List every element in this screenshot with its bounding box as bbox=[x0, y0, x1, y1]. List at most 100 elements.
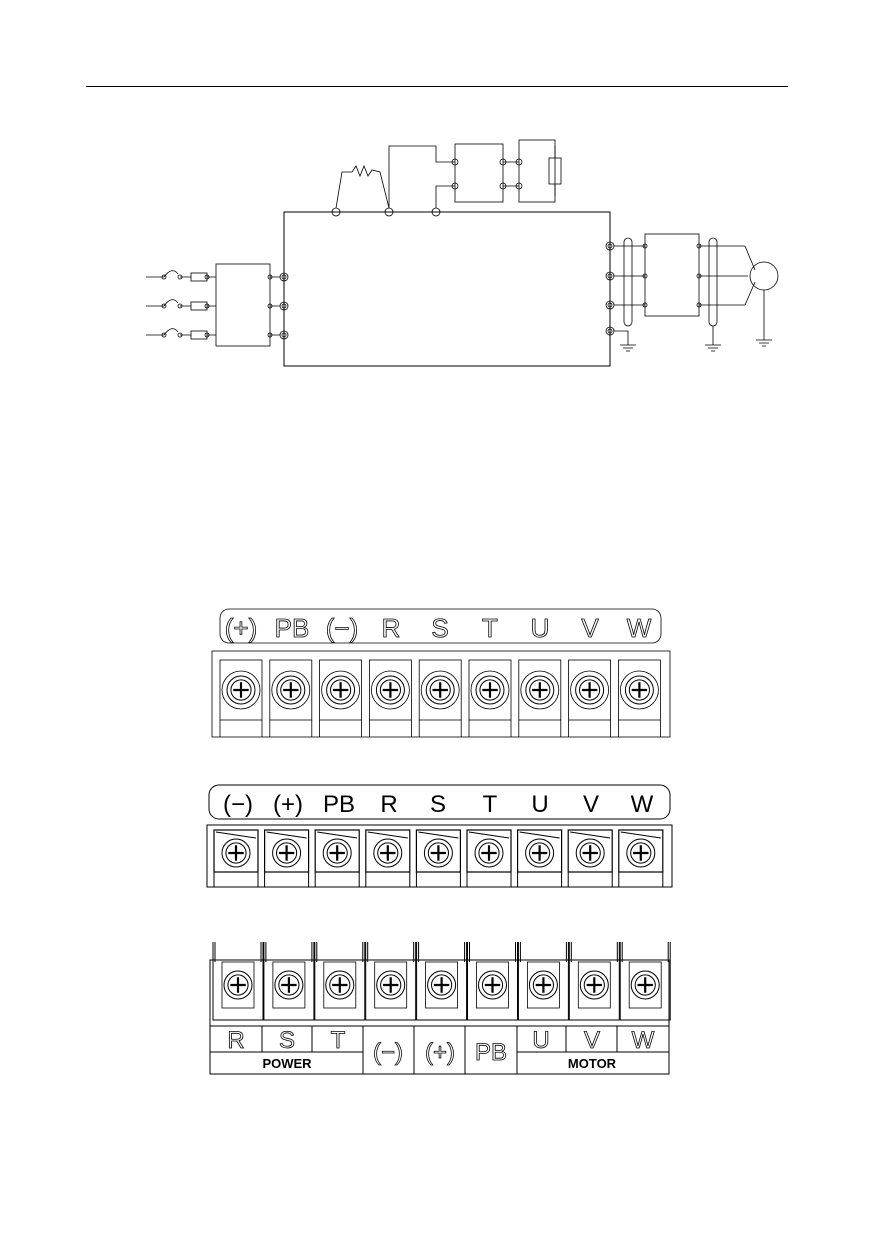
strip2-label: (+) bbox=[273, 791, 303, 818]
screw-terminal-icon bbox=[474, 838, 504, 868]
screw-terminal-icon bbox=[525, 675, 555, 705]
strip2-label: (−) bbox=[223, 791, 253, 818]
screw-terminal-icon bbox=[373, 838, 403, 868]
screw-terminal-icon bbox=[221, 838, 251, 868]
ground-icon bbox=[756, 339, 772, 347]
strip1-label: (−) bbox=[326, 613, 359, 643]
screw-well bbox=[420, 670, 460, 710]
screw-terminal-icon bbox=[226, 675, 256, 705]
screw-terminal-icon bbox=[575, 675, 605, 705]
screw-terminal-icon bbox=[626, 838, 656, 868]
terminal-cell bbox=[365, 942, 417, 1021]
braking-unit-box bbox=[454, 143, 504, 203]
screw-terminal-icon bbox=[624, 675, 654, 705]
screw-terminal-icon bbox=[274, 970, 304, 1000]
strip1-label: R bbox=[382, 613, 401, 643]
screw-terminal-icon bbox=[375, 675, 405, 705]
input-lines bbox=[146, 270, 289, 340]
screw-terminal-icon bbox=[326, 675, 356, 705]
motor-group-label: MOTOR bbox=[568, 1056, 617, 1071]
strip3-label: V bbox=[584, 1027, 600, 1054]
screw-terminal-icon bbox=[475, 675, 505, 705]
screw-well bbox=[370, 670, 410, 710]
screw-terminal-icon bbox=[427, 970, 457, 1000]
strip3-label: U bbox=[532, 1027, 549, 1054]
terminal-cell bbox=[618, 829, 664, 873]
terminal-strip-1: (+) PB (−) R S T U V W bbox=[211, 608, 671, 738]
terminal-cell bbox=[263, 942, 315, 1021]
screw-terminal-icon bbox=[630, 970, 660, 1000]
strip2-label-frame bbox=[208, 784, 671, 820]
terminal-cell bbox=[264, 829, 310, 873]
output-lines bbox=[605, 237, 756, 345]
resistor-icon bbox=[335, 164, 390, 209]
terminal-cell bbox=[213, 829, 259, 873]
strip3-label: (−) bbox=[373, 1039, 403, 1066]
terminal-cell bbox=[219, 659, 263, 721]
strip1-body bbox=[211, 650, 671, 738]
terminal-strip-2: (−) (+) PB R S T U V W bbox=[206, 784, 673, 888]
strip1-label-frame bbox=[219, 608, 662, 644]
terminal-cell bbox=[269, 659, 313, 721]
output-reactor-box bbox=[644, 233, 700, 317]
strip2-label: V bbox=[583, 791, 599, 818]
terminal-cell bbox=[568, 659, 611, 721]
header-rule bbox=[86, 86, 788, 87]
terminal-cell bbox=[516, 829, 563, 873]
screw-well bbox=[570, 670, 609, 710]
screw-terminal-icon bbox=[322, 838, 352, 868]
screw-well bbox=[271, 670, 311, 710]
strip3-label: PB bbox=[475, 1039, 507, 1066]
strip2-label: T bbox=[483, 791, 498, 818]
strip1-label: S bbox=[431, 613, 448, 643]
screw-terminal-icon bbox=[425, 675, 455, 705]
strip2-label: R bbox=[380, 791, 397, 818]
strip3-label: S bbox=[279, 1027, 295, 1054]
strip3-label: T bbox=[331, 1027, 346, 1054]
screw-terminal-icon bbox=[423, 838, 453, 868]
motor-circle-icon bbox=[749, 261, 779, 340]
terminal-strip-3: R S T (−) (+) PB U V W POWER MOTOR bbox=[209, 942, 671, 1075]
input-filter-box bbox=[215, 263, 271, 347]
terminal-cell bbox=[518, 659, 562, 721]
strip1-label: V bbox=[581, 613, 599, 643]
ground-icon bbox=[620, 344, 721, 352]
braking-resistor-box bbox=[518, 139, 556, 203]
screw-terminal-icon bbox=[272, 838, 302, 868]
screw-terminal-icon bbox=[223, 970, 253, 1000]
screw-well bbox=[620, 670, 659, 710]
strip2-label: W bbox=[631, 791, 654, 818]
strip2-label: PB bbox=[323, 791, 355, 818]
terminal-cell bbox=[567, 829, 613, 873]
power-group-label: POWER bbox=[262, 1056, 312, 1071]
terminal-cell bbox=[467, 942, 518, 1021]
screw-terminal-icon bbox=[276, 675, 306, 705]
screw-terminal-icon bbox=[579, 970, 609, 1000]
screw-well bbox=[321, 670, 361, 710]
strip1-label: PB bbox=[275, 613, 310, 643]
screw-well bbox=[520, 670, 560, 710]
drive-box bbox=[283, 211, 611, 367]
terminal-cell bbox=[466, 829, 512, 873]
terminal-cell bbox=[517, 942, 569, 1021]
terminal-cell bbox=[416, 942, 468, 1021]
strip1-label: U bbox=[531, 613, 550, 643]
terminal-cell bbox=[212, 942, 264, 1021]
strip1-label: T bbox=[482, 613, 498, 643]
terminal-cell bbox=[314, 829, 360, 873]
screw-terminal-icon bbox=[478, 970, 507, 1000]
terminal-cell bbox=[319, 659, 363, 721]
terminal-cell bbox=[314, 942, 366, 1021]
terminal-cell bbox=[618, 659, 661, 721]
screw-well bbox=[470, 670, 510, 710]
terminal-cell bbox=[365, 829, 411, 873]
screw-terminal-icon bbox=[325, 970, 355, 1000]
screw-terminal-icon bbox=[575, 838, 605, 868]
screw-terminal-icon bbox=[376, 970, 406, 1000]
screw-terminal-icon bbox=[528, 970, 558, 1000]
wiring-diagram bbox=[146, 139, 779, 367]
terminal-cell bbox=[468, 659, 512, 721]
terminal-cell bbox=[418, 659, 462, 721]
strip3-label: R bbox=[227, 1027, 244, 1054]
